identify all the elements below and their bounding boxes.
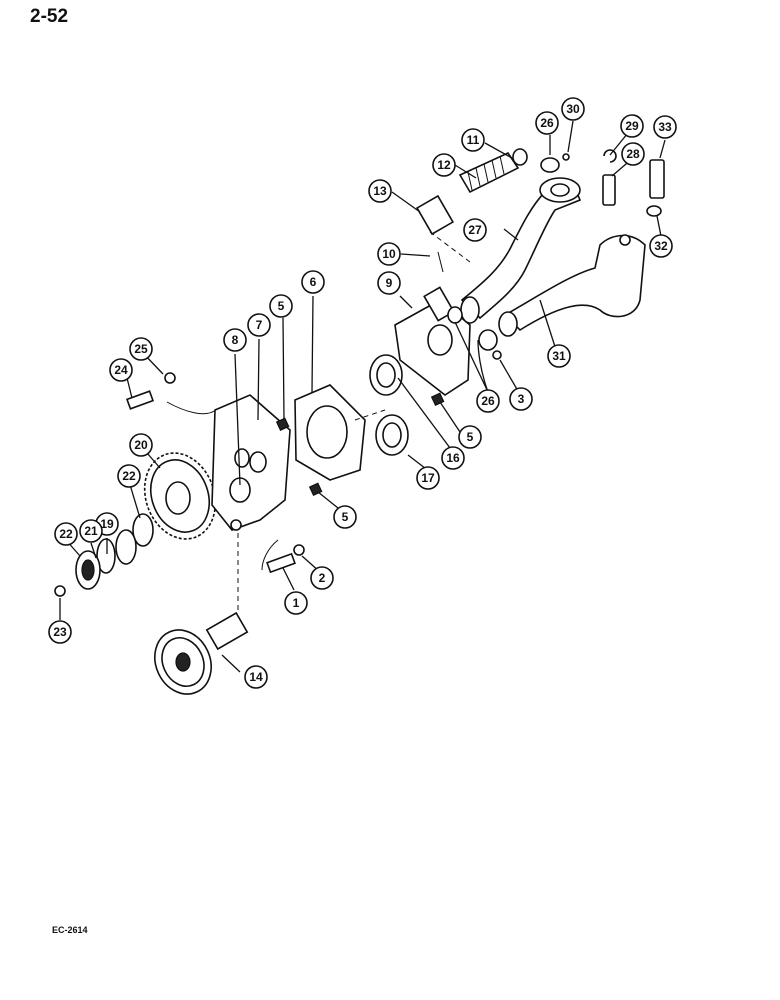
callout-23: 23 [48,620,72,644]
callout-29: 29 [620,114,644,138]
svg-text:12: 12 [437,158,451,172]
svg-text:21: 21 [84,524,98,538]
callout-8: 8 [223,328,247,352]
callout-21: 21 [79,519,103,543]
callout-30: 30 [561,97,585,121]
pump-parts [54,148,665,695]
svg-text:17: 17 [421,471,435,485]
svg-text:14: 14 [249,670,263,684]
callout-5-bottom: 5 [333,505,357,529]
callout-5-right: 5 [458,425,482,449]
part-20-gear [143,452,217,540]
svg-text:16: 16 [446,451,460,465]
callout-32: 32 [649,234,673,258]
callout-22-right: 22 [117,464,141,488]
svg-text:25: 25 [134,342,148,356]
svg-text:24: 24 [114,363,128,377]
figure-code: EC-2614 [52,925,88,935]
callout-2: 2 [310,566,334,590]
callout-22-left: 22 [54,522,78,546]
svg-text:22: 22 [59,527,73,541]
svg-text:8: 8 [232,333,239,347]
svg-text:26: 26 [540,116,554,130]
callout-26-bottom: 26 [476,389,500,413]
svg-text:29: 29 [625,119,639,133]
svg-text:28: 28 [626,147,640,161]
svg-text:3: 3 [518,392,525,406]
svg-text:7: 7 [256,318,263,332]
callout-11: 11 [461,128,485,152]
part-6-pump-housing [294,384,366,481]
callout-25: 25 [129,337,153,361]
callout-6: 6 [301,270,325,294]
svg-text:22: 22 [122,469,136,483]
svg-text:10: 10 [382,247,396,261]
svg-text:11: 11 [467,133,480,147]
callout-9: 9 [377,271,401,295]
part-relief-valve [416,148,528,273]
part-8-front-plate [211,394,291,531]
svg-text:32: 32 [654,239,668,253]
svg-text:31: 31 [552,349,566,363]
callout-24: 24 [109,358,133,382]
callout-17: 17 [416,466,440,490]
callout-7: 7 [247,313,271,337]
callout-26-top: 26 [535,111,559,135]
part-bearing-stack [54,513,154,597]
svg-text:27: 27 [468,223,482,237]
callout-33: 33 [653,115,677,139]
svg-text:20: 20 [134,438,148,452]
part-27-pipe [460,177,582,324]
svg-text:33: 33 [658,120,672,134]
callout-31: 31 [547,344,571,368]
callout-16: 16 [441,446,465,470]
callout-5-top: 5 [269,294,293,318]
svg-text:5: 5 [342,510,349,524]
svg-text:19: 19 [100,517,114,531]
part-9-pump-cover [394,286,471,396]
svg-text:6: 6 [310,275,317,289]
part-16-pump-gear [369,354,403,396]
callout-27: 27 [463,218,487,242]
svg-text:5: 5 [278,299,285,313]
callout-1: 1 [284,591,308,615]
part-14-gear-shaft [154,611,249,695]
callout-13: 13 [368,179,392,203]
svg-text:5: 5 [467,430,474,444]
svg-text:30: 30 [566,102,580,116]
svg-text:1: 1 [293,596,300,610]
callout-10: 10 [377,242,401,266]
callout-20: 20 [129,433,153,457]
svg-text:23: 23 [53,625,67,639]
callout-3: 3 [509,387,533,411]
part-31-suction-tube [498,234,646,337]
svg-text:9: 9 [386,276,393,290]
svg-text:13: 13 [373,184,387,198]
page-number: 2-52 [30,6,69,27]
svg-text:26: 26 [481,394,495,408]
assembly-lines [166,231,471,612]
callout-12: 12 [432,153,456,177]
callout-14: 14 [244,665,268,689]
callout-28: 28 [621,142,645,166]
svg-text:2: 2 [319,571,326,585]
part-17-pump-gear [375,414,409,456]
